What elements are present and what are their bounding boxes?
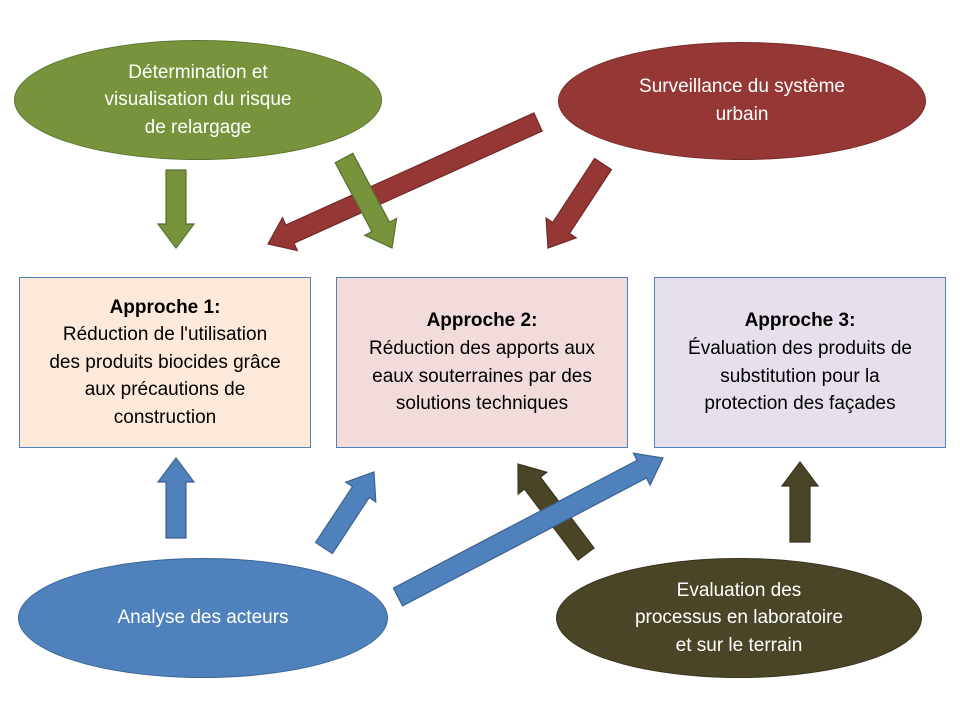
approach-3-body: Évaluation des produits de substitution … <box>688 337 912 415</box>
approach-2-title: Approche 2: <box>426 310 538 332</box>
ellipse-actors-label: Analyse des acteurs <box>117 607 289 629</box>
ellipse-evaluation-label: Evaluation des processus en laboratoire … <box>634 579 844 656</box>
approach-1-box: Approche 1: Réduction de l'utilisation d… <box>19 277 311 448</box>
approach-1-title: Approche 1: <box>109 296 221 318</box>
arrow-actors-to-approach-1 <box>156 457 196 539</box>
approach-2-body: Réduction des apports aux eaux souterrai… <box>368 337 596 415</box>
arrow-actors-to-approach-2 <box>314 471 377 555</box>
arrow-surveillance-to-approach-1 <box>267 112 543 252</box>
arrow-surveillance-to-approach-2 <box>545 157 613 249</box>
approach-3-title: Approche 3: <box>744 310 856 332</box>
ellipse-risk-determination: Détermination et visualisation du risque… <box>14 40 382 160</box>
arrow-risk-to-approach-2 <box>334 152 398 249</box>
approach-3-box: Approche 3: Évaluation des produits de s… <box>654 277 946 448</box>
approach-1-body: Réduction de l'utilisation des produits … <box>49 324 281 428</box>
ellipse-process-evaluation: Evaluation des processus en laboratoire … <box>556 558 922 678</box>
ellipse-urban-surveillance: Surveillance du système urbain <box>558 42 926 160</box>
arrow-actors-to-approach-3 <box>392 452 664 607</box>
arrow-evaluation-to-approach-3 <box>780 461 820 543</box>
approach-2-box: Approche 2: Réduction des apports aux ea… <box>336 277 628 448</box>
ellipse-surveillance-label: Surveillance du système urbain <box>639 76 845 125</box>
ellipse-actor-analysis: Analyse des acteurs <box>18 558 388 678</box>
arrow-risk-to-approach-1 <box>156 169 196 249</box>
ellipse-risk-label: Détermination et visualisation du risque… <box>104 61 292 138</box>
